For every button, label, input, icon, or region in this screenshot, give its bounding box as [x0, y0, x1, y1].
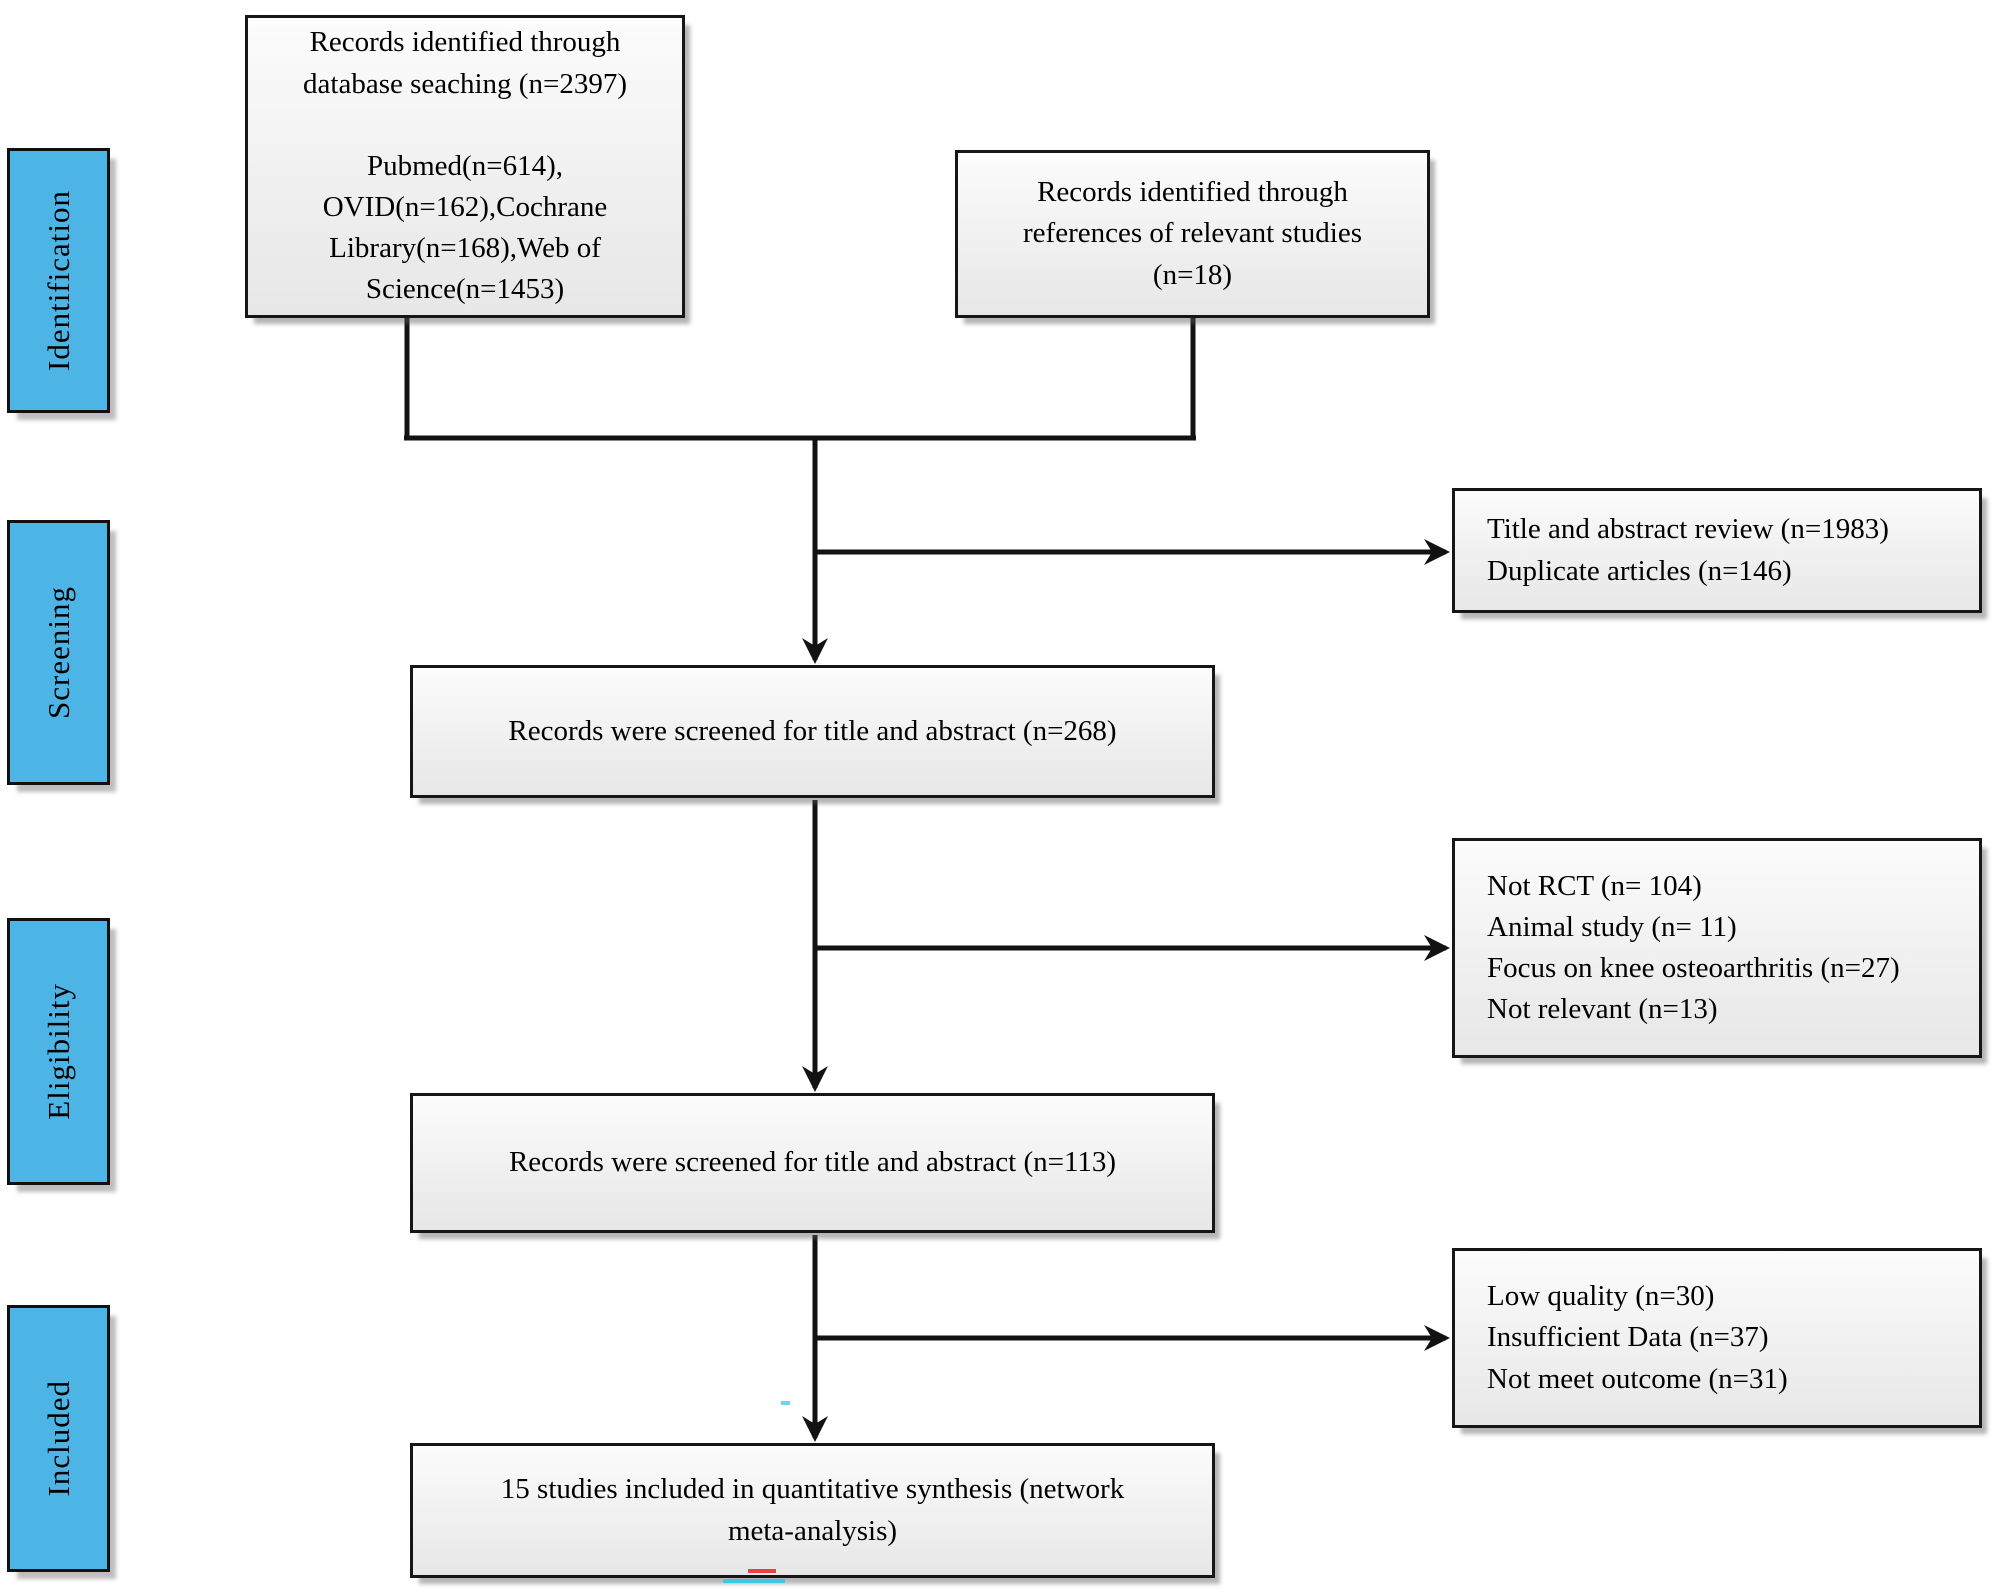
- box-screened-268-text: Records were screened for title and abst…: [508, 714, 1117, 747]
- box-excluded-title-abstract: Title and abstract review (n=1983) Dupli…: [1452, 488, 1982, 613]
- box-included-final: 15 studies included in quantitative synt…: [410, 1443, 1215, 1578]
- stage-included: Included: [7, 1305, 110, 1572]
- box-records-database-search-text: Records identified through database seac…: [303, 26, 627, 306]
- box-excluded-quality-text: Low quality (n=30) Insufficient Data (n=…: [1487, 1280, 1788, 1395]
- stage-eligibility-label: Eligibility: [40, 983, 76, 1120]
- box-records-references-text: Records identified through references of…: [1023, 176, 1362, 291]
- box-screened-113-text: Records were screened for title and abst…: [508, 1146, 1117, 1179]
- box-excluded-eligibility-text: Not RCT (n= 104) Animal study (n= 11) Fo…: [1487, 869, 1900, 1026]
- stage-screening: Screening: [7, 520, 110, 785]
- stage-eligibility: Eligibility: [7, 918, 110, 1185]
- stage-included-label: Included: [40, 1380, 76, 1497]
- box-excluded-quality: Low quality (n=30) Insufficient Data (n=…: [1452, 1248, 1982, 1428]
- box-records-database-search: Records identified through database seac…: [245, 15, 685, 318]
- box-excluded-eligibility: Not RCT (n= 104) Animal study (n= 11) Fo…: [1452, 838, 1982, 1058]
- box-screened-268: Records were screened for title and abst…: [410, 665, 1215, 798]
- cyan-speck-artifact: [781, 1401, 790, 1405]
- cyan-mark-artifact: [723, 1579, 785, 1583]
- box-excluded-title-abstract-text: Title and abstract review (n=1983) Dupli…: [1487, 513, 1889, 587]
- box-included-final-text: 15 studies included in quantitative synt…: [500, 1473, 1125, 1547]
- red-mark-artifact: [748, 1569, 776, 1573]
- box-records-references: Records identified through references of…: [955, 150, 1430, 318]
- stage-identification-label: Identification: [40, 190, 76, 371]
- stage-identification: Identification: [7, 148, 110, 413]
- box-screened-113: Records were screened for title and abst…: [410, 1093, 1215, 1233]
- stage-screening-label: Screening: [40, 586, 76, 719]
